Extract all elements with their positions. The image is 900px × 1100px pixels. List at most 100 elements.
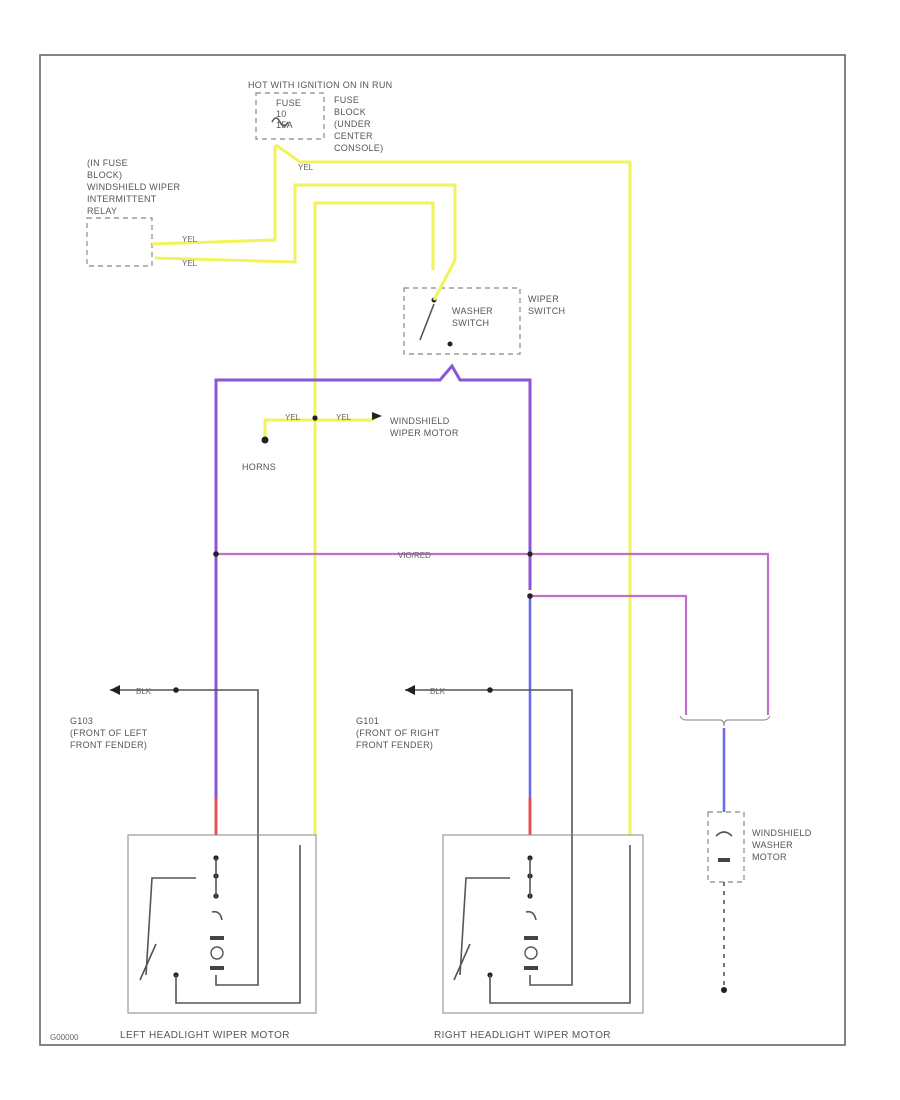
ground-left: BLK G103 (FRONT OF LEFT FRONT FENDER) <box>70 685 259 835</box>
diagram-frame <box>39 54 846 1046</box>
ws-wiper-motor-l1: WINDSHIELD <box>390 416 450 426</box>
right-motor-brush-top <box>524 936 538 940</box>
left-motor-return <box>215 835 259 986</box>
wiper-switch-l1: WIPER <box>528 294 559 304</box>
wire-label-yel-4: YEL <box>285 413 301 422</box>
connector-bracket <box>679 715 771 727</box>
wiper-switch-l2: SWITCH <box>528 306 565 316</box>
yel-splice <box>312 415 318 421</box>
fuse-name-l3: 15A <box>276 120 293 130</box>
ground-right-l1: G101 <box>356 716 379 726</box>
vio-red-wire-right <box>530 594 688 715</box>
yel-wire-fuse-right-motor <box>275 143 632 835</box>
fuse-block-l1: FUSE <box>334 95 359 105</box>
left-motor-park-return <box>175 845 301 1004</box>
fuse-top-label: HOT WITH IGNITION ON IN RUN <box>248 80 392 90</box>
vio-red-wire-cross <box>216 552 770 715</box>
splice-right-vio <box>527 593 533 599</box>
wiper-intermittent-relay: (IN FUSE BLOCK) WINDSHIELD WIPER INTERMI… <box>86 158 181 267</box>
wire-label-vio-red: VIO/RED <box>398 551 431 560</box>
washer-motor-ground-dot <box>721 987 727 993</box>
relay-l5: RELAY <box>87 206 117 216</box>
washer-switch-l2: SWITCH <box>452 318 489 328</box>
washer-motor-l2: WASHER <box>752 840 793 850</box>
left-motor-park-line <box>145 877 196 976</box>
right-motor-box <box>442 834 644 1014</box>
horns-label: HORNS <box>242 462 276 472</box>
fuse-block-l2: BLOCK <box>334 107 366 117</box>
right-motor-park-return <box>489 845 631 1004</box>
left-motor-park-blade <box>139 943 157 981</box>
left-headlight-wiper-motor: LEFT HEADLIGHT WIPER MOTOR <box>120 834 317 1041</box>
relay-l1: (IN FUSE <box>87 158 128 168</box>
right-motor-label: RIGHT HEADLIGHT WIPER MOTOR <box>434 1030 611 1041</box>
ground-right-l3: FRONT FENDER) <box>356 740 433 750</box>
yel-wire-horns-wiper-motor <box>263 414 379 440</box>
washer-motor-brush <box>718 858 730 862</box>
wire-label-blk-right: BLK <box>430 687 446 696</box>
left-motor-box <box>127 834 317 1014</box>
fuse-name-l2: 10 <box>276 109 287 119</box>
fuse-symbol <box>271 117 289 127</box>
ground-left-l3: FRONT FENDER) <box>70 740 147 750</box>
blk-wire-right-ground <box>405 689 573 835</box>
horns-and-wiper-motor: HORNS WINDSHIELD WIPER MOTOR <box>242 412 459 472</box>
relay-box <box>86 217 153 267</box>
left-motor-brush-bottom <box>210 966 224 970</box>
washer-motor-box <box>707 811 745 883</box>
right-motor-park-blade <box>453 943 471 981</box>
wire-label-yel-1: YEL <box>182 235 198 244</box>
ground-left-splice <box>173 687 179 693</box>
washer-motor-l1: WINDSHIELD <box>752 828 812 838</box>
splice-left-vio <box>213 551 219 557</box>
ground-right-splice <box>487 687 493 693</box>
windshield-washer-motor: WINDSHIELD WASHER MOTOR <box>707 811 812 993</box>
fuse-name-l1: FUSE <box>276 98 301 108</box>
wiper-motor-arrow <box>372 412 382 420</box>
ground-right-arrow <box>405 685 415 695</box>
horns-terminal <box>261 436 269 444</box>
right-motor-arc <box>525 910 537 921</box>
right-motor-park-line <box>459 877 510 976</box>
relay-l3: WINDSHIELD WIPER <box>87 182 181 192</box>
wire-label-yel-2: YEL <box>182 259 198 268</box>
splices <box>213 551 533 599</box>
yel-wire-left-motor-switch <box>313 201 435 835</box>
left-motor-brush-top <box>210 936 224 940</box>
washer-switch-blade <box>419 303 435 341</box>
fuse-block-l5: CONSOLE) <box>334 143 383 153</box>
relay-l4: INTERMITTENT <box>87 194 157 204</box>
red-wires <box>214 798 532 835</box>
blk-wire-left-ground <box>110 689 259 835</box>
yel-wire-relay-fuse <box>151 145 277 246</box>
right-motor-return <box>529 835 573 986</box>
ground-right: BLK G101 (FRONT OF RIGHT FRONT FENDER) <box>356 685 573 835</box>
splice-cross <box>527 551 533 557</box>
ground-left-l2: (FRONT OF LEFT <box>70 728 148 738</box>
figure-id: G00000 <box>50 1033 79 1042</box>
left-motor-label: LEFT HEADLIGHT WIPER MOTOR <box>120 1030 290 1041</box>
left-motor-armature <box>210 946 224 960</box>
vio-wire-main-bus <box>214 363 532 808</box>
left-motor-arc <box>211 910 223 921</box>
washer-switch-l1: WASHER <box>452 306 493 316</box>
ground-left-l1: G103 <box>70 716 93 726</box>
wire-label-yel-3: YEL <box>298 163 314 172</box>
fuse-block: HOT WITH IGNITION ON IN RUN FUSE 10 15A … <box>248 80 392 153</box>
right-headlight-wiper-motor: RIGHT HEADLIGHT WIPER MOTOR <box>434 834 644 1041</box>
yel-wire-relay-switch <box>154 183 457 301</box>
washer-motor-arc <box>715 831 733 837</box>
relay-l2: BLOCK) <box>87 170 122 180</box>
washer-motor-l3: MOTOR <box>752 852 787 862</box>
wire-label-yel-5: YEL <box>336 413 352 422</box>
switch-contact-bottom <box>447 341 453 347</box>
fuse-box <box>255 92 325 140</box>
fuse-block-l3: (UNDER <box>334 119 371 129</box>
wire-label-blk-left: BLK <box>136 687 152 696</box>
violet-wires: VIO/RED <box>214 363 771 812</box>
ground-left-arrow <box>110 685 120 695</box>
fuse-block-l4: CENTER <box>334 131 373 141</box>
right-motor-armature <box>524 946 538 960</box>
right-motor-brush-bottom <box>524 966 538 970</box>
